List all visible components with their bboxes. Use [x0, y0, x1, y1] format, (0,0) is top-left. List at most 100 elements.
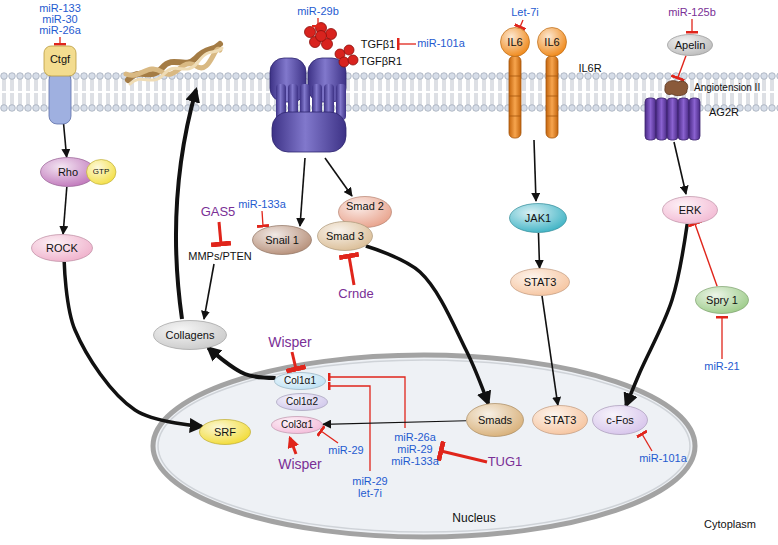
node-shape [158, 360, 690, 532]
il6r-receptor [509, 56, 521, 138]
il6r-receptor [546, 56, 558, 138]
node-text: Collagens [166, 329, 215, 342]
mirna-label: miR-26a [394, 431, 436, 444]
inhibition-line [219, 222, 221, 244]
ag2r-receptor [645, 98, 700, 140]
ag2r-receptor [667, 98, 678, 140]
inhibition-line [691, 19, 692, 32]
node-shape [272, 417, 323, 434]
tgfb1-ligand [339, 57, 349, 67]
transcription-factor-ellipse: Smads [466, 403, 524, 437]
node-shape [663, 197, 718, 224]
node-text: Smad 3 [326, 230, 364, 243]
activation-arrow [538, 233, 539, 268]
mirna-label: miR-30 [42, 13, 77, 26]
node-text: Smad 2 [346, 200, 384, 213]
receptor-box: Ctgf [44, 46, 76, 124]
protein-ellipse: Collagens [153, 320, 227, 350]
transcription-factor-ellipse: SRF [199, 419, 251, 445]
node-text: Col3α1 [281, 419, 313, 431]
transcription-factor-ellipse: c-Fos [592, 405, 648, 435]
inhibition-line [695, 224, 717, 286]
inhibition-line [398, 43, 416, 44]
mirna-label: miR-101a [639, 452, 687, 465]
node-text: ERK [679, 204, 702, 217]
node-shape [154, 321, 227, 350]
inhibition-line [262, 211, 263, 226]
collagen-fiber [126, 44, 222, 84]
signal-arrow [325, 158, 352, 196]
node-shape [318, 222, 373, 251]
inhibition-line [349, 256, 354, 285]
collagen-fiber [130, 48, 222, 84]
il6r-receptor [509, 76, 558, 116]
node-text: IL6 [507, 36, 522, 49]
node-shape [593, 406, 648, 435]
peptide-box: Angiotension II [662, 78, 762, 98]
mirna-label: miR-101a [417, 37, 465, 50]
mirna-label: miR-29 [352, 475, 387, 488]
tgfb1-ligand [305, 27, 316, 38]
mirna-label: miR-26a [39, 24, 81, 37]
gene-ellipse: Col1α2 [276, 393, 328, 411]
lncrna-label: GAS5 [201, 205, 236, 220]
node-text: Spry 1 [706, 294, 738, 307]
signal-arrow [534, 140, 536, 201]
node-text: JAK1 [525, 212, 551, 225]
protein-ellipse: JAK1 [509, 203, 567, 233]
node-text: Col1α1 [284, 375, 316, 387]
compartment-label: Cytoplasm [704, 518, 756, 531]
node-text: Angiotension II [694, 82, 760, 94]
inhibition-line [317, 18, 318, 26]
node-text: Col1α2 [286, 396, 318, 408]
gtp-circle: GTP [86, 159, 116, 185]
ag2r-receptor [645, 98, 656, 140]
ag2r-receptor [689, 98, 700, 140]
node-shape [277, 394, 328, 411]
node-text: Snail 1 [265, 234, 299, 247]
mirna-label: miR-29 [328, 444, 363, 457]
tgfbr1-receptor [270, 58, 346, 152]
tgfb1-ligand [305, 23, 359, 68]
node-text: c-Fos [606, 414, 634, 427]
gene-ellipse: Col3α1 [271, 416, 323, 434]
node-text: SRF [214, 426, 236, 439]
inhibition-line [678, 56, 686, 78]
node-shape [510, 204, 567, 233]
node-shape [696, 287, 749, 314]
node-shape [533, 406, 588, 435]
mirna-label: miR-133a [238, 198, 286, 211]
activation-arrow [63, 187, 67, 234]
protein-ellipse: Spry 1 [695, 286, 749, 314]
node-text: GTP [93, 167, 109, 176]
mirna-label: miR-29b [297, 5, 339, 18]
inhibition-line [721, 317, 722, 359]
protein-ellipse: ERK [662, 196, 718, 224]
node-shape [86, 160, 115, 185]
node-text: IL6 [544, 36, 559, 49]
tgfbr1-receptor [272, 112, 346, 152]
gene-ellipse: Col1α1 [274, 372, 326, 390]
inhibition-line [59, 37, 60, 44]
node-text: Rho [58, 166, 78, 179]
node-shape [275, 373, 326, 390]
node-text: Apelin [675, 39, 706, 52]
protein-ellipse: ROCK [31, 234, 93, 262]
signal-arrow [204, 264, 214, 319]
lncrna-label: Crnde [338, 287, 373, 302]
node-text: STAT3 [524, 276, 557, 289]
tgfb1-ligand [326, 29, 337, 40]
node-shape [501, 28, 530, 57]
node-shape [467, 404, 524, 437]
mirna-label: Let-7i [511, 6, 539, 19]
protein-ellipse: Snail 1 [252, 225, 312, 255]
node-shape [49, 72, 71, 124]
node-text: Ctgf [50, 53, 70, 66]
inhibition-line [520, 20, 523, 27]
mirna-label: miR-133 [39, 2, 81, 15]
node-shape [44, 46, 76, 76]
activation-arrow [626, 224, 687, 405]
lncrna-label: Wisper [268, 334, 312, 350]
receptor-label: TGFβR1 [360, 55, 402, 68]
